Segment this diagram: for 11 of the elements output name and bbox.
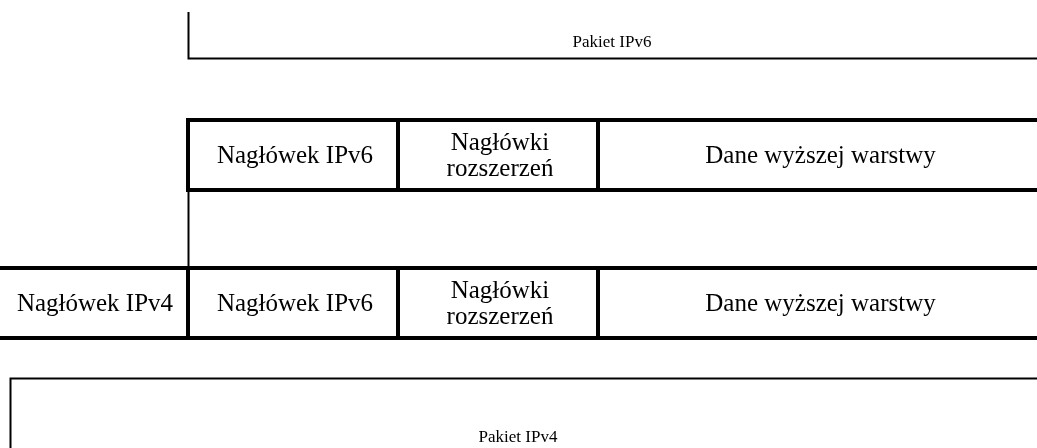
header-field-cell [596,266,1037,340]
field-label: Nagłówek IPv6 [216,289,374,317]
field-label: Dane wyższej warstwy [705,289,936,317]
field-label: Dane wyższej warstwy [705,141,936,169]
field-label: Nagłówki rozszerzeń [445,276,555,330]
field-label: Nagłówek IPv4 [16,289,174,317]
packet-label: Pakiet IPv6 [572,32,652,52]
header-field-cell [596,118,1037,192]
packet-label: Pakiet IPv4 [478,427,558,447]
field-label: Nagłówki rozszerzeń [445,128,555,182]
field-label: Nagłówek IPv6 [216,141,374,169]
